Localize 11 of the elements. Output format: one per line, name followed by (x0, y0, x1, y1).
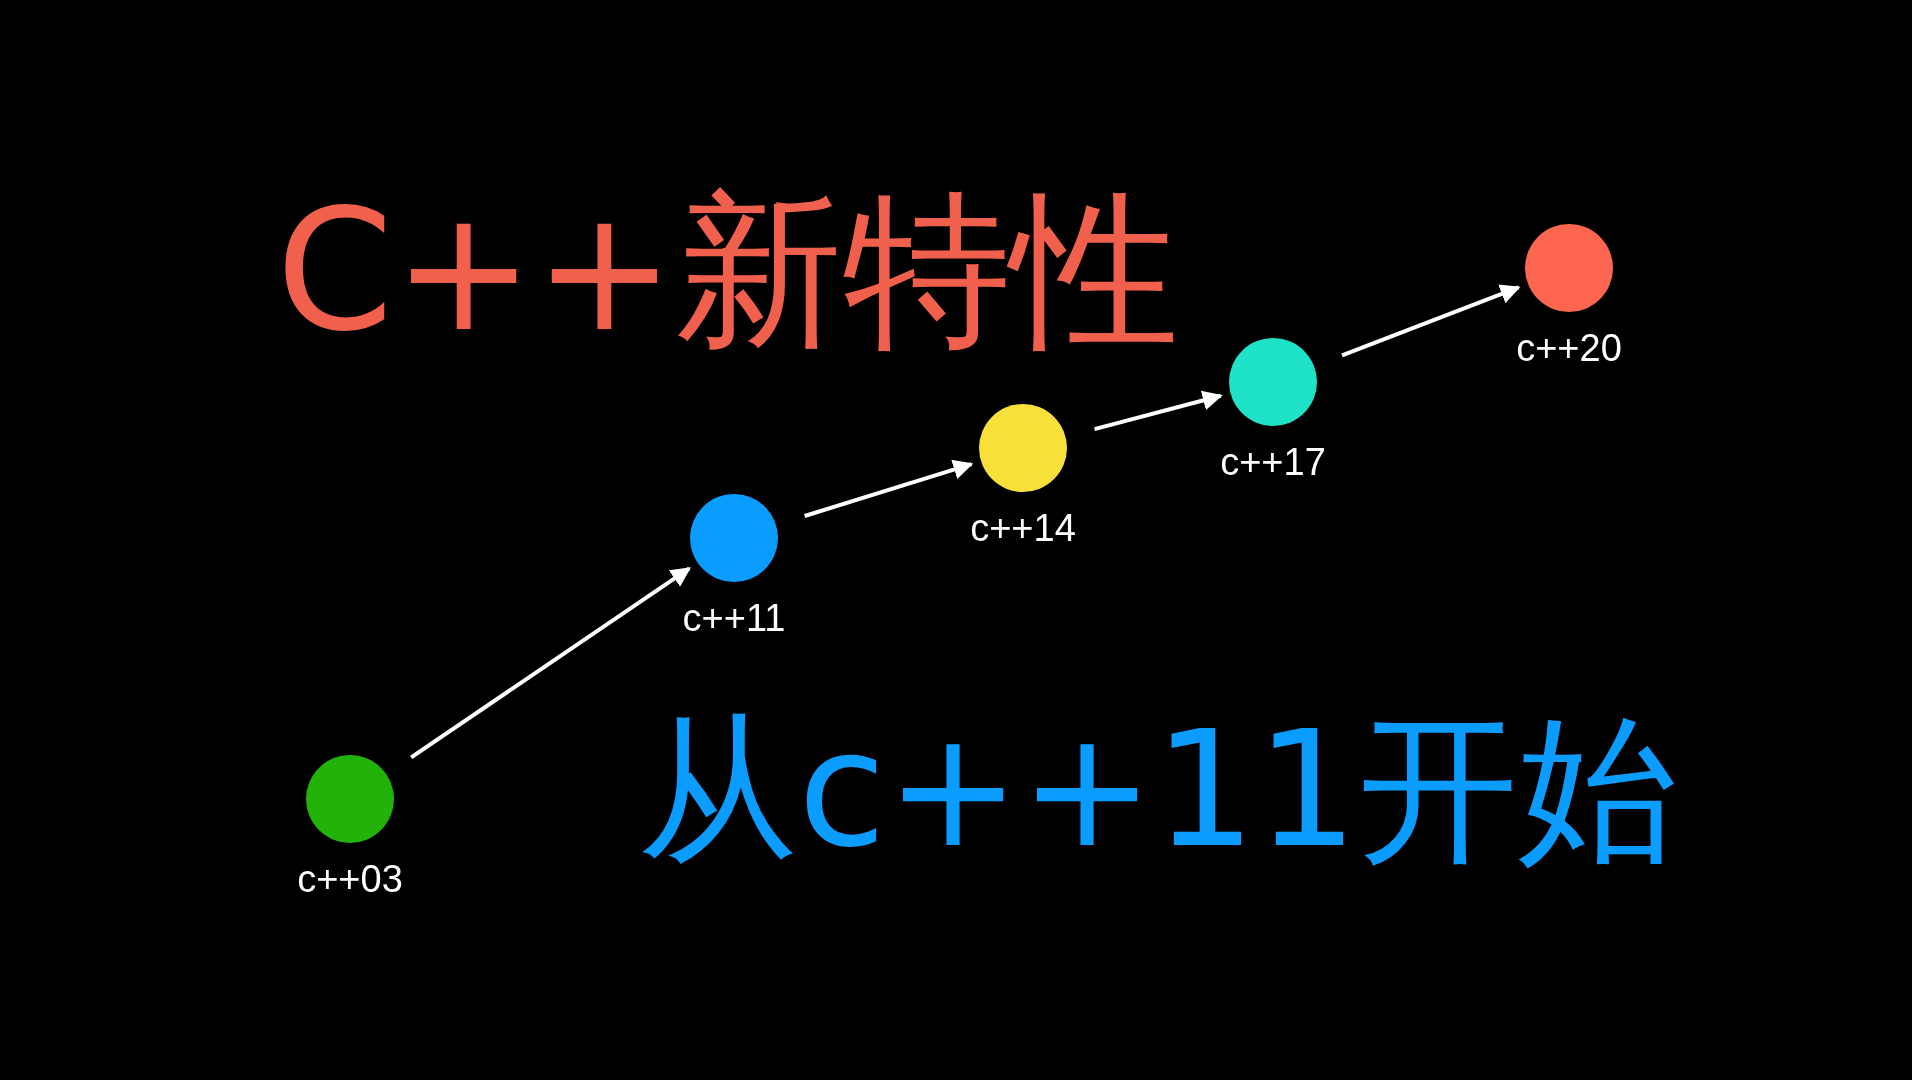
arrow (1341, 284, 1521, 358)
subtitle-text: 从c++11开始 (638, 700, 1678, 880)
version-label: c++11 (682, 596, 786, 640)
version-label: c++14 (970, 506, 1076, 550)
arrow (410, 566, 691, 760)
version-label: c++17 (1220, 440, 1326, 484)
arrow (1094, 390, 1223, 432)
arrow (804, 459, 974, 518)
version-label: c++03 (297, 857, 403, 901)
title-text: C++新特性 (276, 176, 1179, 366)
version-label: c++20 (1516, 326, 1622, 370)
